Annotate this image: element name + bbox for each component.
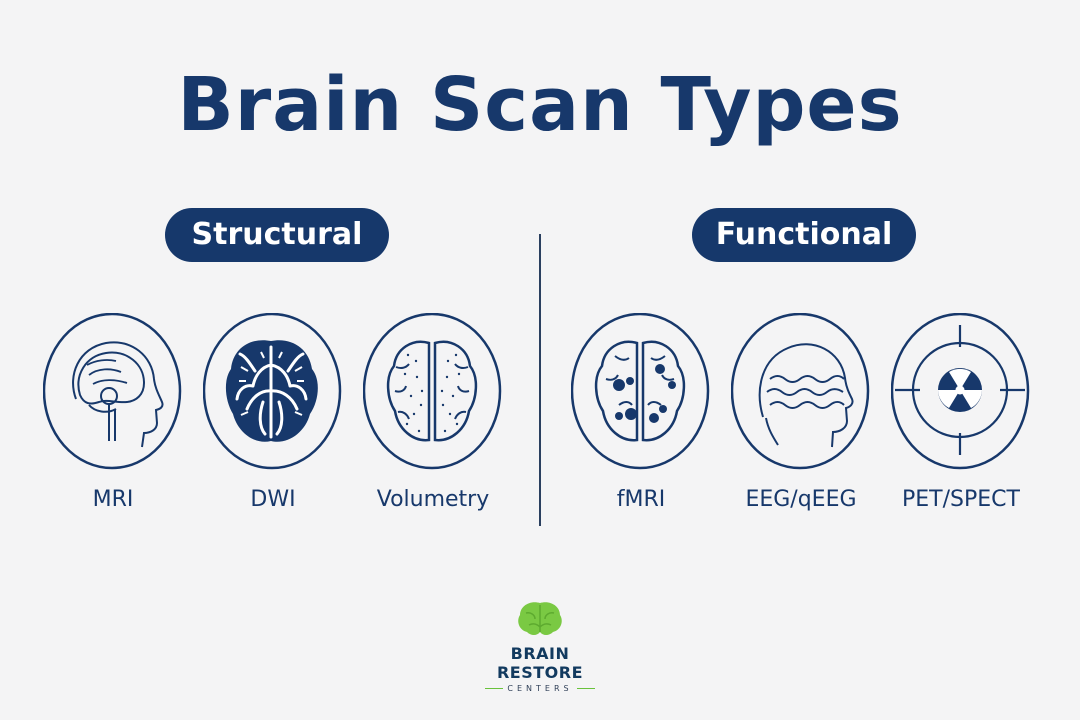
scan-item-dwi: DWI — [203, 313, 343, 512]
radiation-target-icon — [891, 313, 1030, 470]
brand-logo: BRAIN RESTORE CENTERS — [470, 600, 610, 693]
green-brain-logo-icon — [518, 602, 562, 635]
scan-item-mri: MRI — [43, 313, 183, 512]
scan-item-fmri: fMRI — [571, 313, 711, 512]
scan-label: MRI — [92, 487, 134, 512]
scan-label: Volumetry — [376, 487, 490, 512]
scan-label: EEG/qEEG — [745, 487, 857, 512]
head-waves-icon — [731, 313, 870, 470]
scan-item-eeg: EEG/qEEG — [731, 313, 871, 512]
page-title: Brain Scan Types — [177, 62, 903, 148]
logo-subtitle: CENTERS — [507, 684, 573, 693]
scan-label: fMRI — [616, 487, 666, 512]
functional-category-pill: Functional — [692, 208, 916, 262]
structural-category-pill: Structural — [165, 208, 389, 262]
brain-dotted-icon — [363, 313, 502, 470]
logo-name: BRAIN RESTORE — [496, 644, 584, 682]
brain-activation-icon — [571, 313, 710, 470]
logo-subtitle-row: CENTERS — [470, 684, 610, 693]
category-divider — [539, 234, 541, 526]
scan-label: PET/SPECT — [902, 487, 1020, 512]
scan-item-pet-spect: PET/SPECT — [891, 313, 1031, 512]
scan-label: DWI — [250, 487, 296, 512]
brain-tracts-icon — [203, 313, 342, 470]
head-brain-profile-icon — [43, 313, 182, 470]
scan-item-volumetry: Volumetry — [363, 313, 503, 512]
